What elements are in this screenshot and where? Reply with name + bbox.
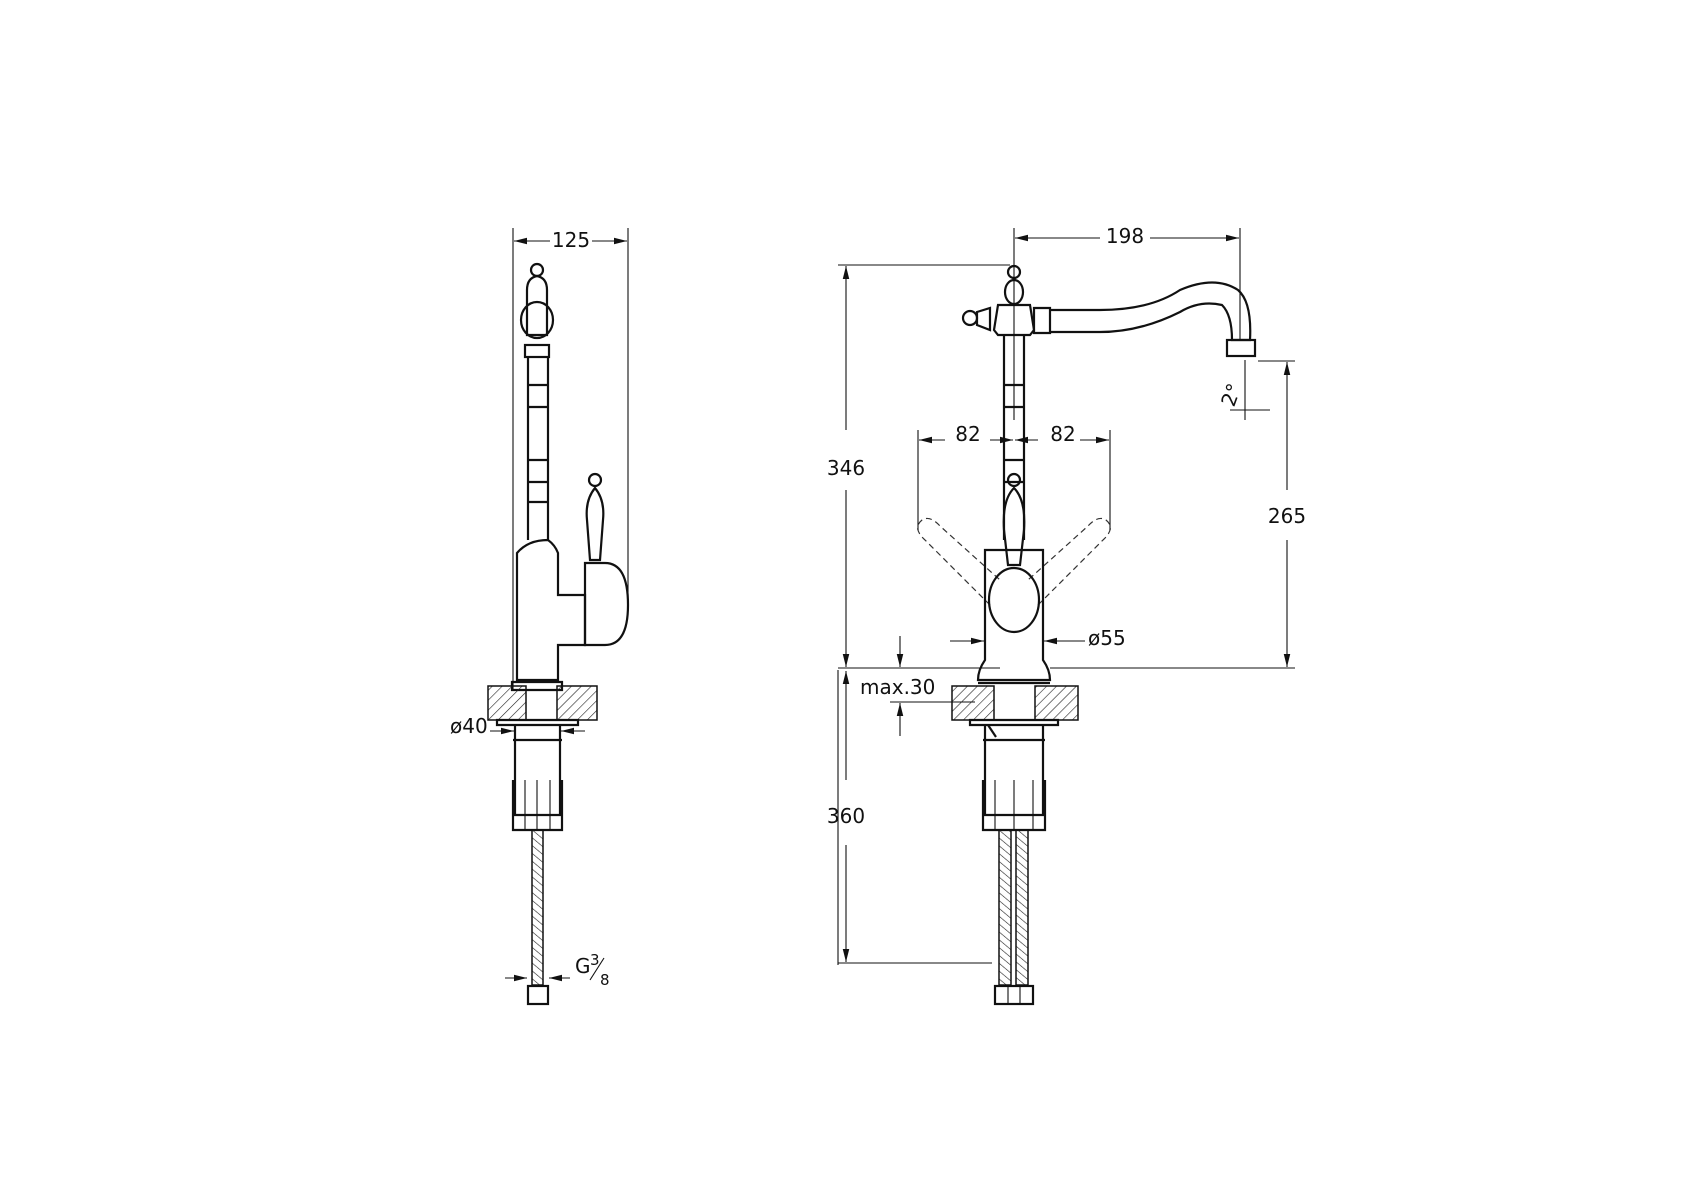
front-view-faucet [917, 264, 1257, 1006]
base-diameter-label: ø40 [450, 714, 488, 738]
thread-label-g: G [575, 954, 591, 978]
hose-length-360-label: 360 [827, 804, 865, 828]
width-125-label: 125 [552, 228, 590, 252]
spout-height-265-label: 265 [1268, 504, 1306, 528]
handle-right-82-label: 82 [1050, 422, 1075, 446]
side-view-dimensions: 125 ø40 G 3 8 [450, 228, 629, 989]
thread-label-denominator: 8 [600, 971, 610, 989]
deck-thickness-label: max.30 [860, 675, 935, 699]
thread-label-numerator: 3 [590, 951, 600, 969]
handle-left-82-label: 82 [955, 422, 980, 446]
body-diameter-label: ø55 [1088, 626, 1126, 650]
spout-angle-label: 2° [1216, 380, 1246, 410]
total-height-346-label: 346 [827, 456, 865, 480]
spout-reach-198-label: 198 [1106, 224, 1144, 248]
front-view-dimensions: 198 346 360 82 82 2° 265 ø55 max.30 [827, 224, 1306, 965]
side-view-faucet [487, 262, 630, 1006]
